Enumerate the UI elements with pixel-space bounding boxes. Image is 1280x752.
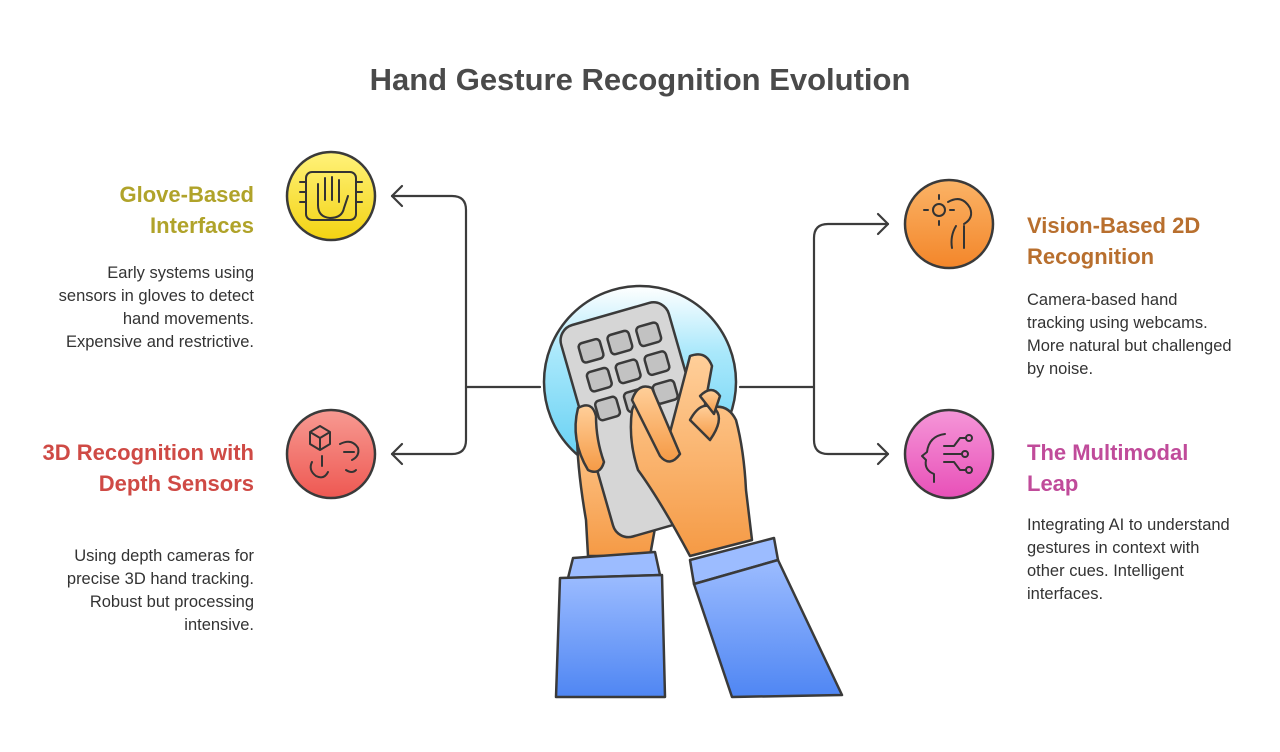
3d-cube-hand-icon	[285, 408, 377, 500]
stage-heading-glove: Glove-Based Interfaces	[119, 182, 255, 238]
stage-desc-3d: Using depth cameras for precise 3D hand …	[66, 547, 254, 634]
stage-desc-multimodal: Integrating AI to understand gestures in…	[1027, 516, 1230, 603]
connector-lines	[390, 184, 890, 466]
hands-holding-remote-icon	[542, 284, 844, 699]
stage-desc-glove: Early systems using sensors in gloves to…	[58, 264, 254, 351]
diagram-title: Hand Gesture Recognition Evolution	[369, 62, 911, 97]
ai-head-icon	[903, 408, 995, 500]
glove-hand-icon	[285, 150, 377, 242]
stage-heading-vision: Vision-Based 2D Recognition	[1027, 213, 1201, 269]
camera-hand-icon	[903, 178, 995, 270]
stage-heading-multimodal: The Multimodal Leap	[1027, 440, 1189, 496]
stage-desc-vision: Camera-based hand tracking using webcams…	[1027, 291, 1232, 378]
stage-heading-3d: 3D Recognition with Depth Sensors	[42, 440, 254, 496]
